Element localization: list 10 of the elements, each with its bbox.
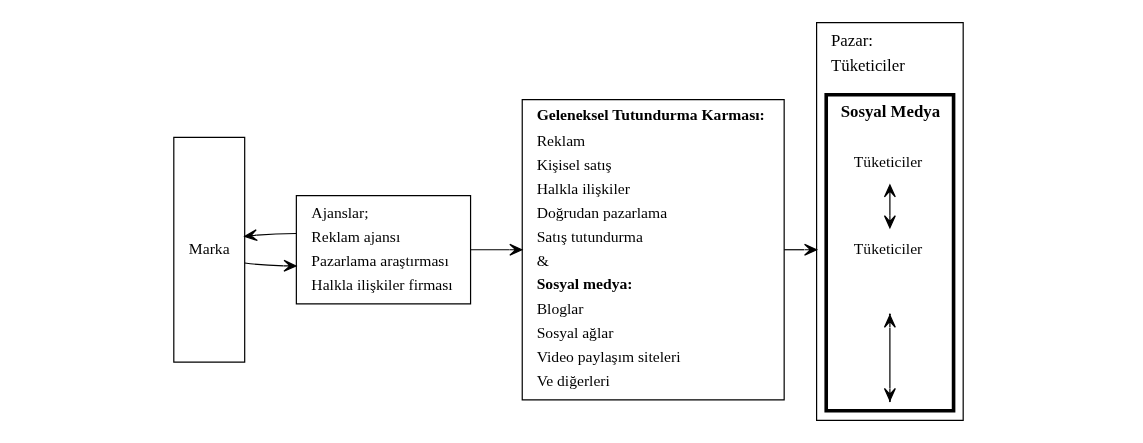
node-text: Tüketiciler	[853, 239, 923, 257]
node-text: Tüketiciler	[853, 153, 923, 171]
arrow	[783, 243, 818, 256]
arrow	[244, 259, 297, 272]
node-box: Marka	[173, 136, 246, 363]
arrow	[470, 243, 523, 256]
arrow	[244, 229, 297, 242]
node-box: Ajanslar; Reklam ajansı Pazarlama araştırması Halkla ilişkiler firması	[295, 195, 472, 305]
node-box: Geleneksel Tutundurma Karması: Reklam Kişisel satış Halkla ilişkiler Doğrudan pazarlama Satış tutundurma & Sosyal medya: Bloglar Sosyal ağlar Video paylaşım siteleri Ve diğerleri	[521, 98, 785, 401]
arrow	[883, 184, 896, 229]
